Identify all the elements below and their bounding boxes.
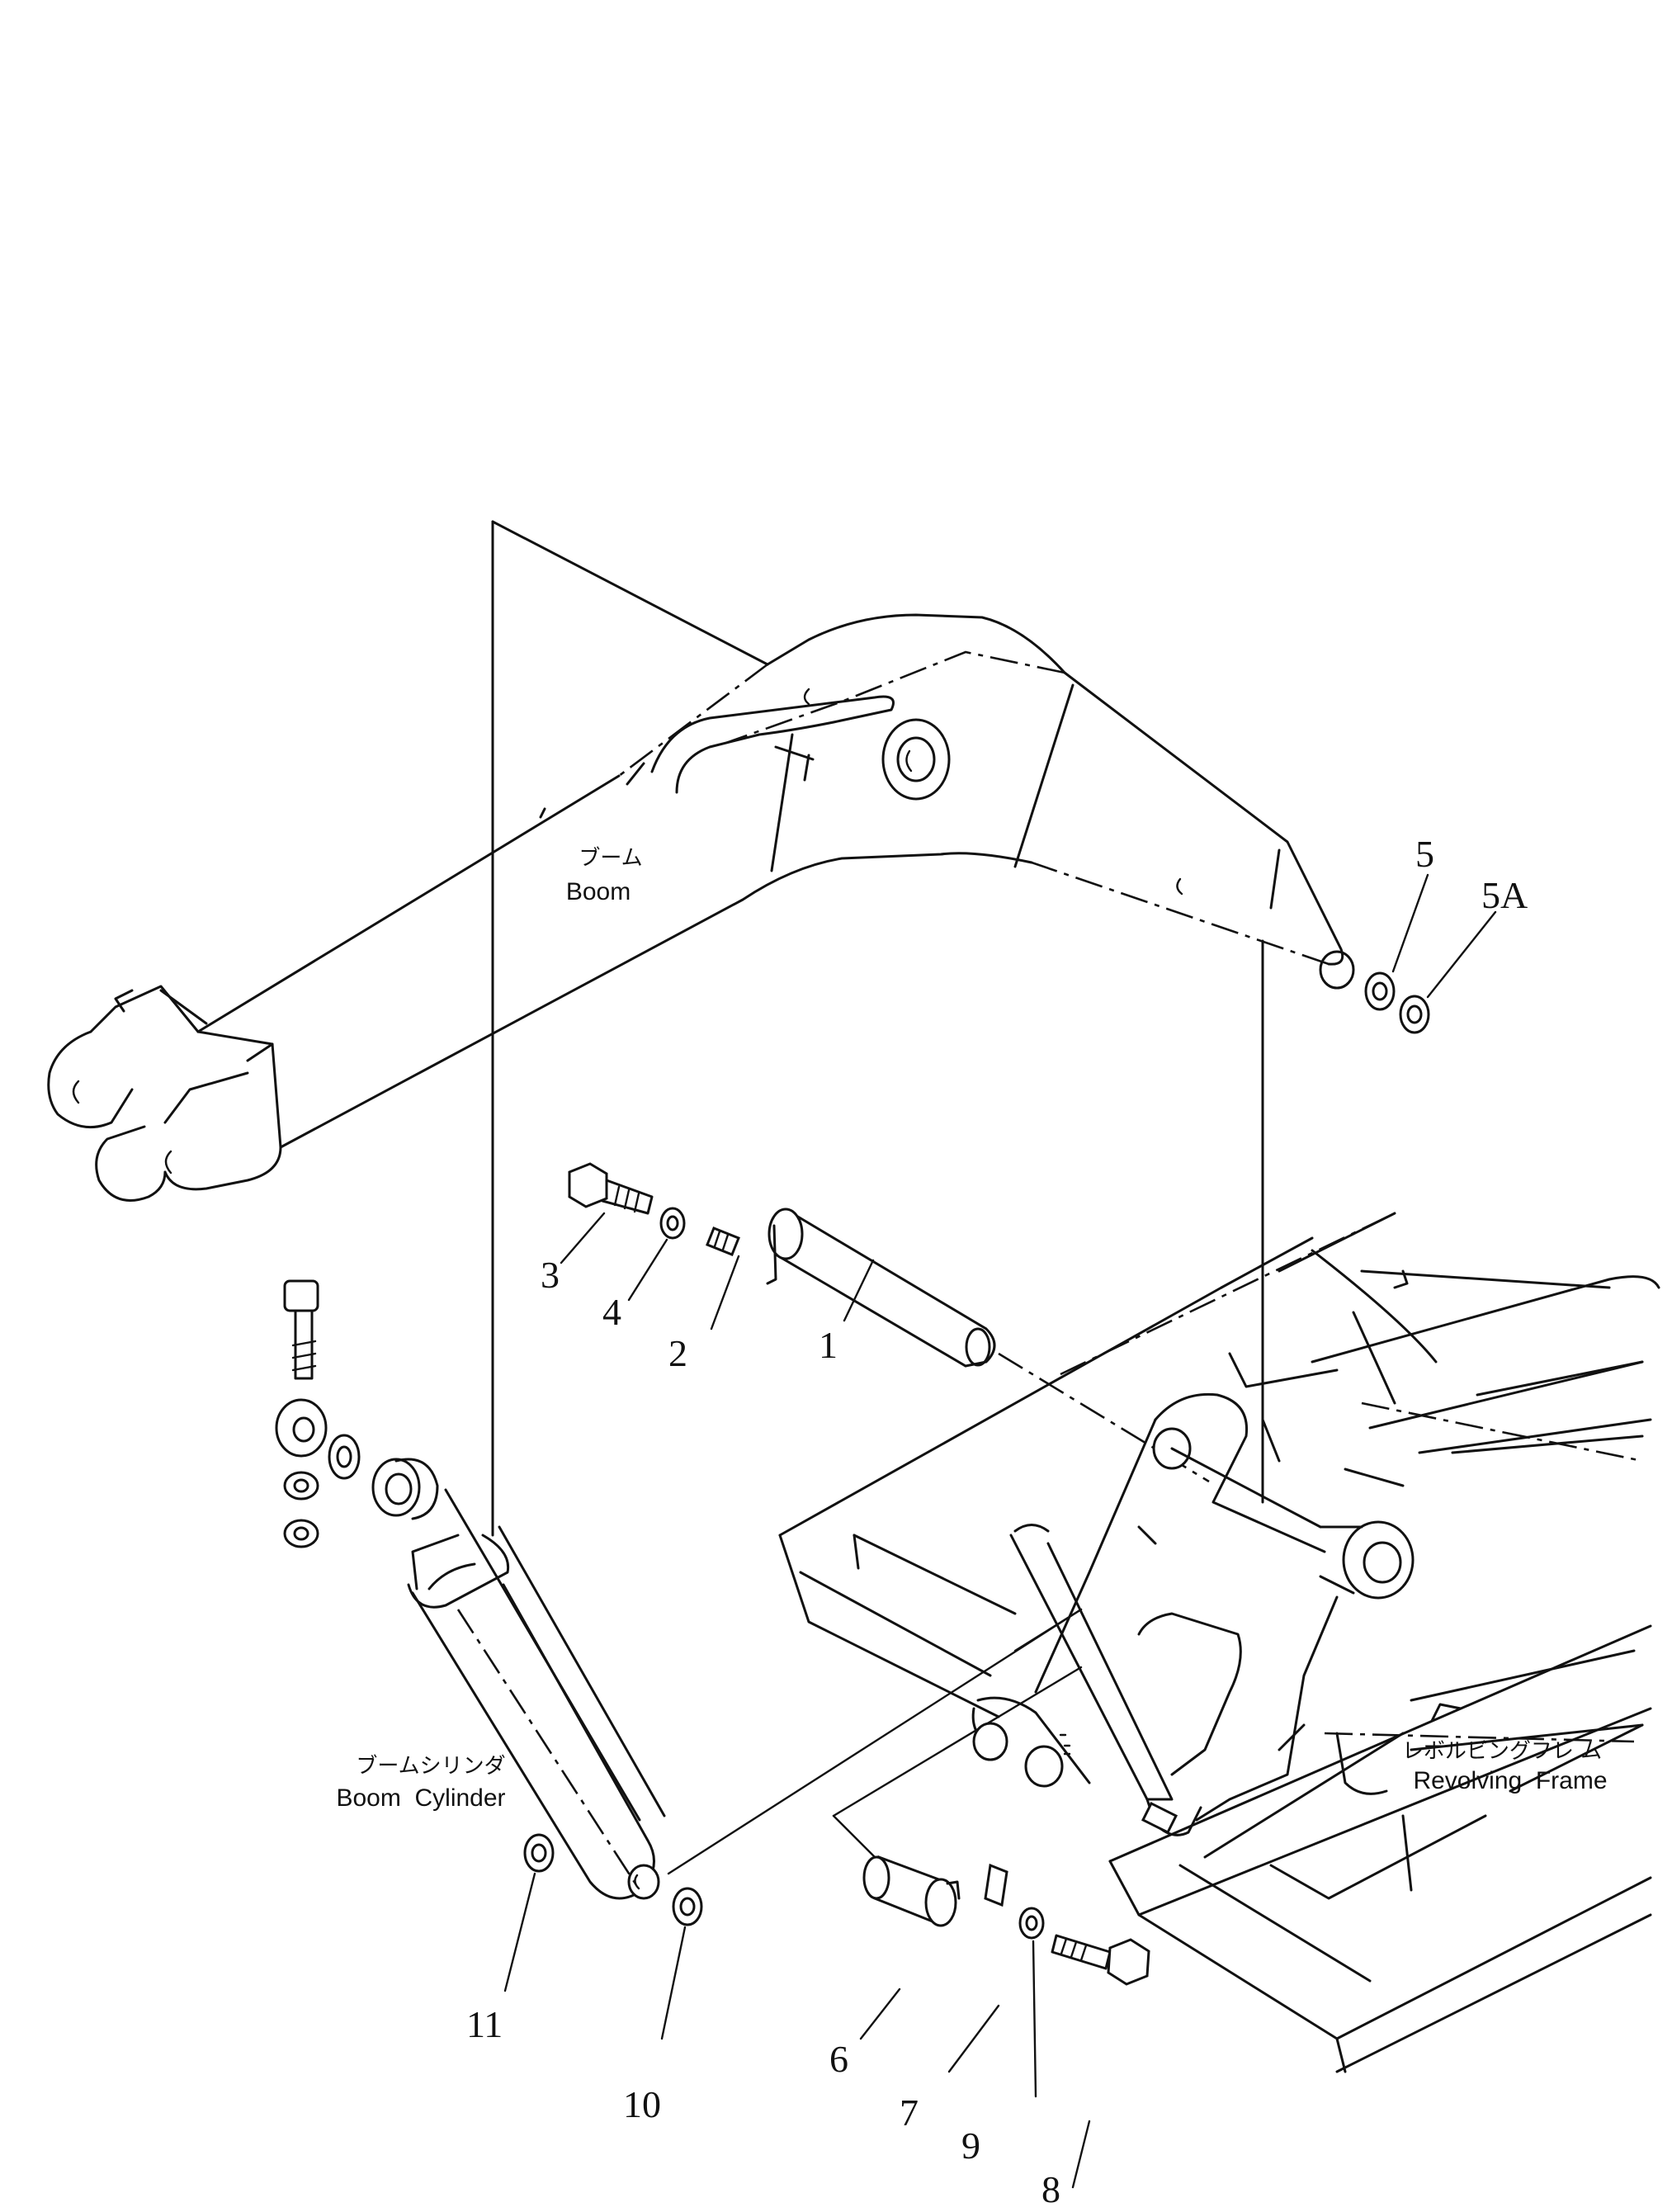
boom-cylinder-label-en: Boom Cylinder xyxy=(336,1784,505,1812)
revolving-frame-label-jp: レボルビングフレ ム xyxy=(1402,1739,1602,1764)
callout-numbers: 1 2 3 4 5 5A 6 7 8 9 10 11 xyxy=(466,833,1528,2210)
boom-drawing xyxy=(47,520,1355,1537)
bolt-nut-stack xyxy=(275,1279,361,1548)
pin-assembly xyxy=(568,1162,1210,1483)
washers-10-11 xyxy=(523,1833,703,1926)
callout-4: 4 xyxy=(602,1291,621,1333)
washers-5-5a xyxy=(1364,971,1430,1034)
callout-6: 6 xyxy=(829,2038,848,2080)
callout-5: 5 xyxy=(1415,833,1434,875)
callout-2: 2 xyxy=(668,1332,687,1374)
boom-label-en: Boom xyxy=(566,878,631,905)
revolving-frame-label-en: Revolving Frame xyxy=(1413,1767,1607,1794)
component-labels: ブーム Boom ブームシリンダ Boom Cylinder レボルビングフレ … xyxy=(336,846,1607,1812)
callout-7: 7 xyxy=(900,2091,919,2134)
callout-1: 1 xyxy=(819,1324,838,1366)
callout-8: 8 xyxy=(1041,2168,1060,2208)
boom-cylinder-drawing xyxy=(371,1458,1083,1900)
leader-lines xyxy=(503,873,1497,2189)
revolving-frame-drawing xyxy=(778,1212,1660,2073)
callout-5a: 5A xyxy=(1481,874,1528,916)
boom-cylinder-label-jp: ブームシリンダ xyxy=(356,1754,505,1779)
callout-11: 11 xyxy=(466,2003,503,2045)
boom-label-jp: ブーム xyxy=(579,846,642,871)
callout-9: 9 xyxy=(961,2125,980,2167)
callout-3: 3 xyxy=(541,1254,560,1296)
callout-10: 10 xyxy=(623,2083,661,2125)
lower-pin-assembly xyxy=(832,1666,1150,1986)
